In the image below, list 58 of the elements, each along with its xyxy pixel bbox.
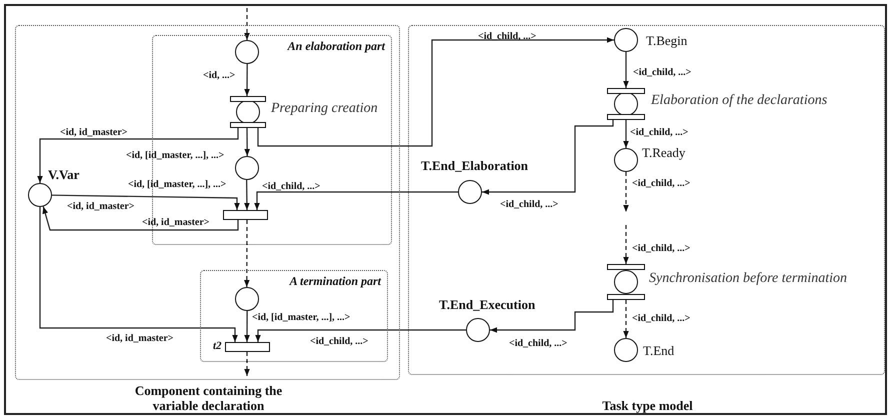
arrow [623, 300, 629, 338]
group-title: A termination part [290, 274, 381, 289]
edge-label: <id, ...> [203, 70, 236, 81]
arrow [39, 207, 238, 342]
arrow [37, 128, 239, 183]
arrow [244, 220, 250, 287]
edge-label: <id, [id_master, ...], ...> [252, 312, 350, 323]
arrow [623, 172, 629, 212]
edge-label: <id_child, ...> [509, 338, 568, 349]
transition-label: Preparing creation [271, 101, 378, 117]
transition-label: t2 [213, 340, 222, 352]
group-title: An elaboration part [288, 39, 385, 54]
place-label: T.Begin [646, 33, 688, 49]
arrow [244, 8, 250, 40]
edge-label: <id, id_master> [67, 201, 135, 212]
arrow [244, 311, 250, 342]
arrow [257, 37, 614, 147]
arrow [42, 206, 239, 231]
place-label: V.Var [48, 167, 80, 183]
arrow [490, 300, 614, 333]
place-circle [235, 156, 259, 180]
place-label: T.End_Elaboration [421, 158, 528, 174]
edge-label: <id_child, ...> [632, 178, 690, 189]
edge-label: <id, id_master> [60, 127, 128, 138]
edge-label: <id_child, ...> [478, 31, 536, 42]
dotted-group-box [200, 270, 388, 362]
place-label: T.End_Execution [439, 297, 536, 313]
transition-label: Synchronisation before termination [649, 271, 848, 287]
arrow [623, 52, 629, 88]
edge-label: <id, [id_master, ...], ...> [128, 179, 226, 190]
edge-label: <id, id_master> [106, 333, 174, 344]
place-label: T.End [643, 343, 674, 359]
arrow [623, 225, 629, 264]
edge-label: <id, [id_master, ...], ...> [126, 150, 224, 161]
group-title: Task type model [601, 398, 694, 413]
group-title: Component containing the variable declaration [134, 383, 284, 413]
edge-label: <id_child, ...> [630, 127, 688, 138]
edge-label: <id_child, ...> [632, 313, 690, 324]
arrow [482, 120, 614, 195]
edge-label: <id_child, ...> [633, 67, 692, 78]
edge-label: <id_child, ...> [310, 336, 368, 347]
arrow [244, 352, 250, 376]
edge-label: <id_child, ...> [500, 199, 558, 210]
arrow [255, 329, 466, 342]
arrow [244, 64, 250, 96]
arrow [244, 128, 250, 156]
arrow [623, 120, 629, 148]
place-circle [235, 287, 259, 311]
place-circle [235, 40, 259, 64]
edge-label: <id_child, ...> [262, 181, 320, 192]
edge-label: <id_child, ...> [632, 243, 690, 254]
arrow [254, 191, 458, 210]
place-label: T.Ready [642, 145, 686, 161]
transition-bar [223, 210, 268, 220]
transition-label: Elaboration of the declarations [651, 93, 828, 109]
arrow [244, 180, 250, 210]
edge-label: <id, id_master> [142, 217, 210, 228]
arrow [52, 194, 240, 210]
